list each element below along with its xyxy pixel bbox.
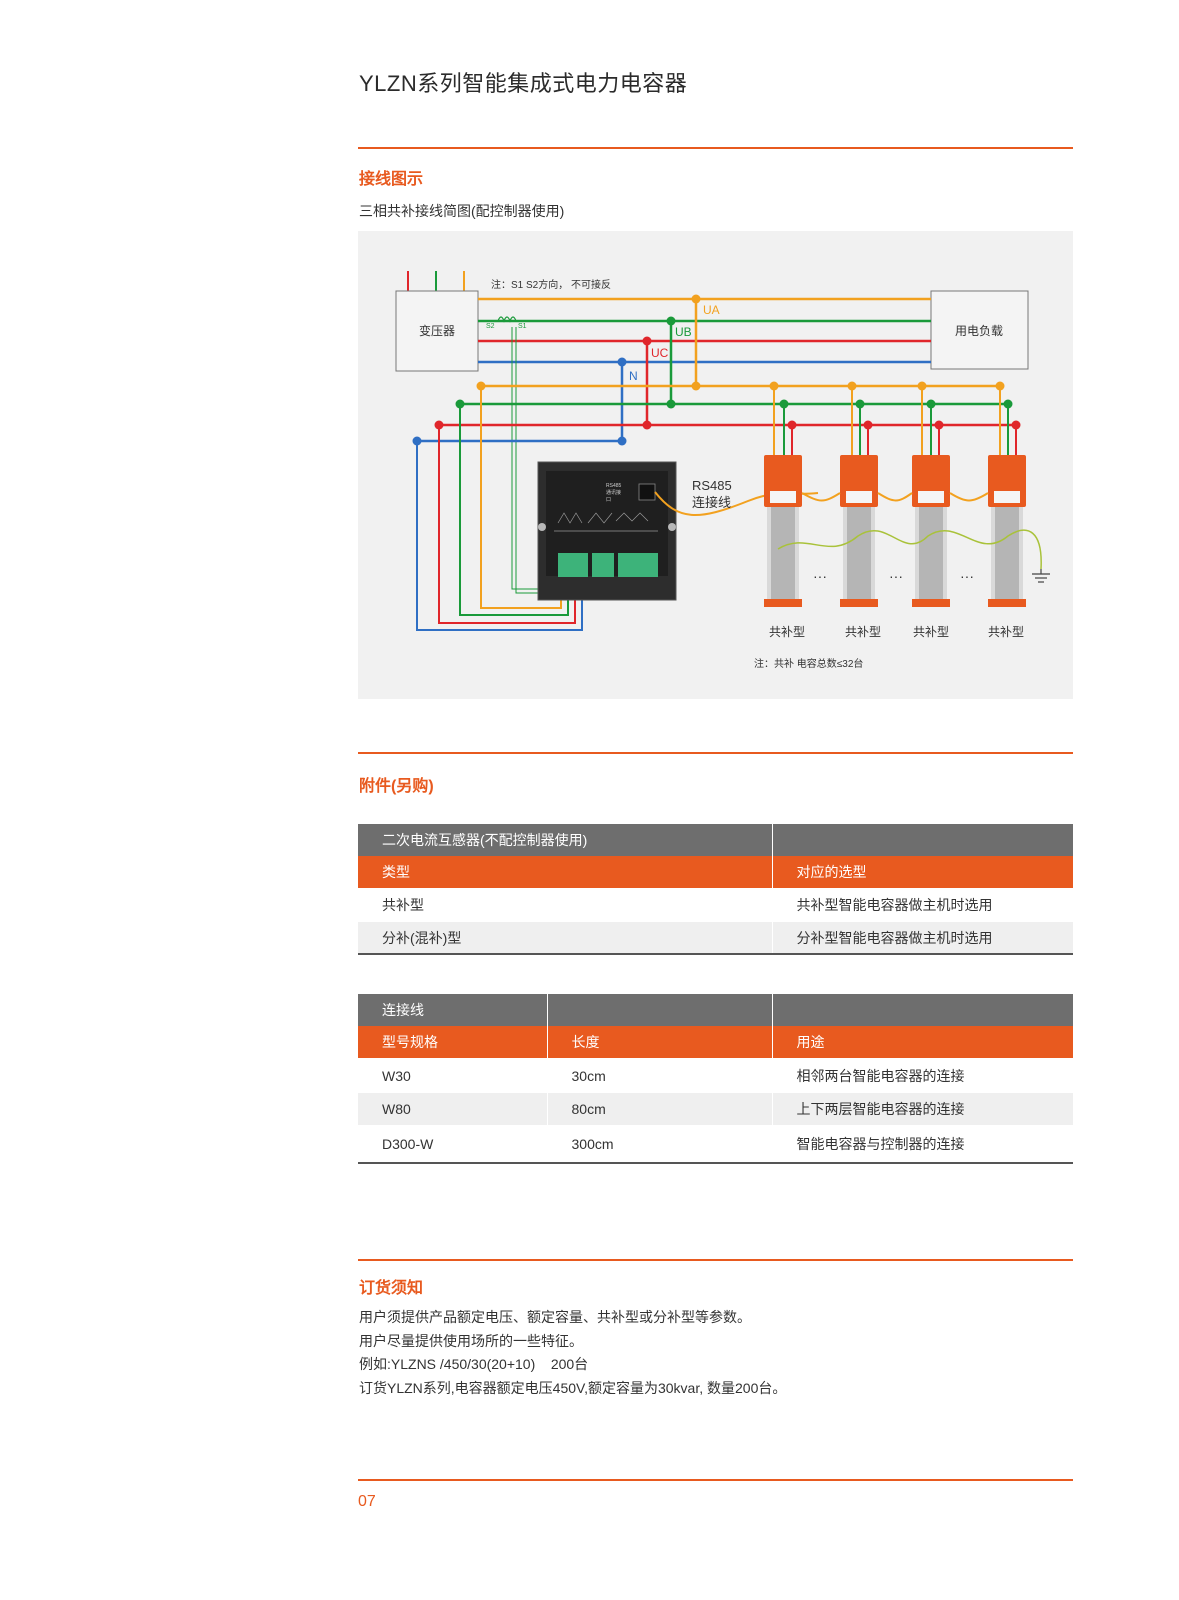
terminal-block — [592, 553, 614, 577]
cable-col-usage: 用途 — [771, 1026, 1073, 1058]
capacitor-4 — [988, 381, 1026, 607]
cable-table-group-empty — [771, 994, 1073, 1026]
capacitor-3 — [912, 381, 950, 607]
page-title: YLZN系列智能集成式电力电容器 — [359, 71, 688, 96]
tap-dot — [617, 436, 627, 446]
ellipsis: ··· — [889, 568, 903, 584]
cable-cell: 300cm — [546, 1125, 772, 1164]
capacitor-label: 共补型 — [913, 625, 949, 639]
ct-col-selection: 对应的选型 — [771, 856, 1073, 888]
capacitor-2 — [840, 381, 878, 607]
svg-text:通讯接: 通讯接 — [606, 489, 621, 496]
capacitor-1 — [764, 381, 802, 607]
note-top: 注：S1 S2方向， 不可接反 — [491, 278, 611, 291]
label-uc: UC — [651, 346, 669, 360]
svg-text:RS485: RS485 — [606, 483, 622, 489]
ct-cell: 分补型智能电容器做主机时选用 — [771, 922, 1073, 955]
ordering-line: 订货YLZN系列,电容器额定电压450V,额定容量为30kvar, 数量200台… — [359, 1379, 787, 1396]
label-ua: UA — [703, 303, 720, 317]
table-row: 共补型 共补型智能电容器做主机时选用 — [358, 888, 1073, 922]
cable-table-group-header: 连接线 — [358, 994, 547, 1026]
tap-dot — [642, 420, 652, 430]
ct-table-group-empty — [771, 824, 1073, 856]
wiring-heading: 接线图示 — [359, 171, 424, 188]
cable-cell: 上下两层智能电容器的连接 — [771, 1093, 1073, 1125]
table-row: W80 80cm 上下两层智能电容器的连接 — [358, 1093, 1073, 1125]
tap-dot — [691, 381, 701, 391]
cable-cell: 相邻两台智能电容器的连接 — [771, 1058, 1073, 1093]
rs485-port — [638, 483, 656, 501]
ct-coil-icon — [497, 316, 517, 323]
cable-table-group-row: 连接线 — [358, 994, 1073, 1026]
ordering-line: 例如:YLZNS /450/30(20+10) 200台 — [359, 1356, 589, 1372]
note-bottom: 注：共补 电容总数≤32台 — [754, 657, 863, 670]
chain-cable — [877, 492, 913, 502]
ct-table: 二次电流互感器(不配控制器使用) 类型 对应的选型 共补型 共补型智能电容器做主… — [358, 824, 1073, 955]
page-number: 07 — [358, 1493, 376, 1510]
mount-screw — [668, 523, 676, 531]
terminal-block — [558, 553, 588, 577]
ordering-line: 用户须提供产品额定电压、额定容量、共补型或分补型等参数。 — [359, 1309, 751, 1325]
capacitor-label: 共补型 — [988, 625, 1024, 639]
section-divider — [358, 752, 1073, 754]
ct-col-type: 类型 — [358, 856, 772, 888]
table-row: D300-W 300cm 智能电容器与控制器的连接 — [358, 1125, 1073, 1164]
accessories-heading: 附件(另购) — [359, 778, 434, 795]
cable-cell: W30 — [382, 1067, 411, 1084]
capacitor-label: 共补型 — [845, 625, 881, 639]
footer-divider — [358, 1479, 1073, 1481]
controller-circuit — [554, 512, 658, 532]
load-label: 用电负载 — [955, 324, 1003, 338]
ordering-heading: 订货须知 — [359, 1280, 424, 1297]
cable-cell: 80cm — [546, 1093, 772, 1125]
chain-cable — [801, 492, 841, 502]
svg-text:口: 口 — [606, 497, 611, 503]
ct-table-header-row: 类型 对应的选型 — [358, 856, 1073, 888]
cable-table-group-empty — [546, 994, 772, 1026]
ct-cell: 共补型 — [382, 897, 424, 913]
chain-cable — [949, 492, 989, 502]
ct-table-group-header: 二次电流互感器(不配控制器使用) — [358, 824, 772, 856]
ground-cable — [777, 529, 1042, 570]
wiring-diagram: 注：S1 S2方向， 不可接反 变压器 用电负载 S2 S1 UA UB UC … — [358, 231, 1073, 699]
ordering-line: 用户尽量提供使用场所的一些特征。 — [359, 1332, 583, 1349]
rs485-label-2: 连接线 — [692, 495, 731, 510]
transformer-box — [395, 290, 479, 372]
ground-icon — [1032, 569, 1050, 583]
ct-s2: S2 — [486, 323, 495, 330]
ordering-text: 用户须提供产品额定电压、额定容量、共补型或分补型等参数。 用户尽量提供使用场所的… — [359, 1306, 786, 1400]
controller-label: RS485 通讯接 口 — [606, 483, 622, 503]
cable-col-model: 型号规格 — [358, 1026, 547, 1058]
section-divider — [358, 1259, 1073, 1261]
ct-cell: 分补(混补)型 — [358, 922, 772, 955]
table-row: W30 30cm 相邻两台智能电容器的连接 — [358, 1058, 1073, 1093]
ct-table-group-row: 二次电流互感器(不配控制器使用) — [358, 824, 1073, 856]
cable-col-length: 长度 — [546, 1026, 772, 1058]
ellipsis: ··· — [813, 568, 827, 584]
cable-cell: 智能电容器与控制器的连接 — [771, 1125, 1073, 1164]
section-divider — [358, 147, 1073, 149]
ellipsis: ··· — [960, 568, 974, 584]
tap-dot — [666, 399, 676, 409]
load-box — [930, 290, 1029, 370]
label-ub: UB — [675, 325, 692, 339]
cable-table: 连接线 型号规格 长度 用途 W30 30cm 相邻两台智能电容器的连接 W80… — [358, 994, 1073, 1164]
cable-cell: 30cm — [546, 1058, 772, 1093]
table-row: 分补(混补)型 分补型智能电容器做主机时选用 — [358, 922, 1073, 955]
mount-screw — [538, 523, 546, 531]
ct-s1: S1 — [518, 323, 527, 330]
cable-cell: D300-W — [358, 1125, 547, 1164]
ct-cell: 共补型智能电容器做主机时选用 — [771, 888, 1073, 922]
wiring-subtitle: 三相共补接线简图(配控制器使用) — [359, 203, 565, 219]
cable-cell: W80 — [358, 1093, 547, 1125]
capacitor-label: 共补型 — [769, 625, 805, 639]
terminal-block — [618, 553, 658, 577]
rs485-label-1: RS485 — [692, 478, 732, 493]
cable-table-header-row: 型号规格 长度 用途 — [358, 1026, 1073, 1058]
label-n: N — [629, 369, 638, 383]
transformer-label: 变压器 — [419, 323, 455, 338]
